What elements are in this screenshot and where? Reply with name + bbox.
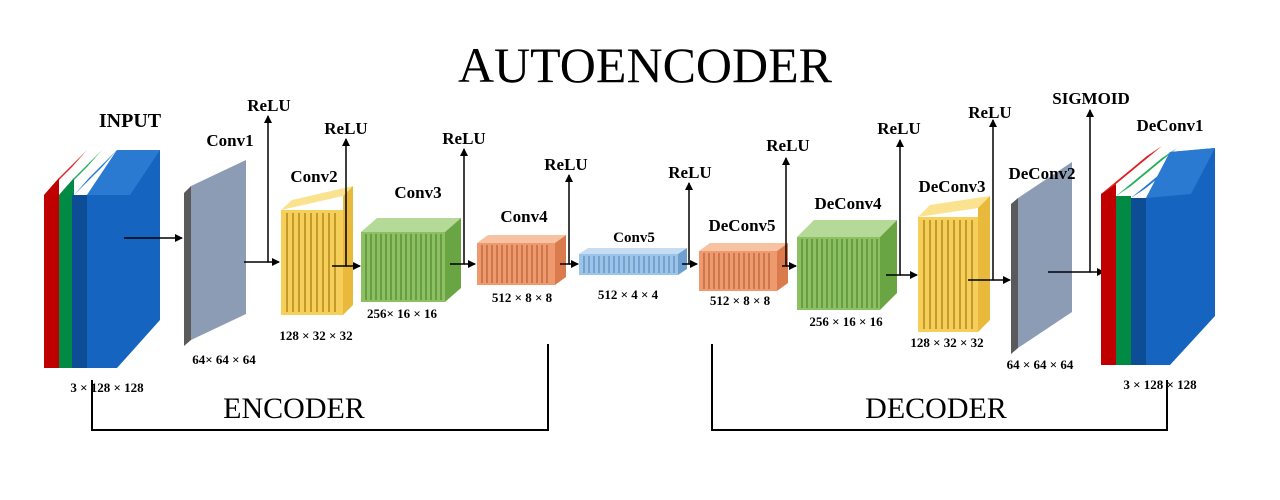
deconv3-label: DeConv3: [918, 177, 985, 196]
deconv1-block: [1101, 146, 1215, 365]
conv5-stripes: [583, 256, 675, 273]
input-label: INPUT: [99, 110, 162, 132]
deconv4-stripes: [801, 239, 878, 308]
conv4-dims: 512 × 8 × 8: [492, 290, 553, 305]
relu-label-6: ReLU: [766, 136, 809, 155]
relu-label-3: ReLU: [442, 129, 485, 148]
deconv1-dims: 3 × 128 × 128: [1123, 377, 1197, 392]
input-block: [44, 150, 160, 368]
deconv3-block: [918, 196, 990, 332]
conv5-label: Conv5: [613, 230, 655, 246]
relu-label-8: ReLU: [968, 103, 1011, 122]
decoder-bracket: [711, 344, 1168, 431]
deconv5-stripes: [703, 253, 770, 289]
conv2-label: Conv2: [290, 167, 337, 186]
conv2-block: [281, 186, 353, 315]
deconv2-label: DeConv2: [1008, 164, 1075, 183]
conv4-stripes: [481, 245, 548, 283]
relu-label-2: ReLU: [324, 119, 367, 138]
relu-label-1: ReLU: [247, 96, 290, 115]
conv3-stripes: [365, 234, 442, 300]
deconv5-block: [699, 243, 788, 291]
relu-label-7: ReLU: [877, 119, 920, 138]
conv3-block: [361, 218, 461, 302]
diagram-title: AUTOENCODER: [458, 37, 833, 93]
deconv4-block: [797, 220, 897, 310]
relu-label-4: ReLU: [544, 155, 587, 174]
conv2-stripes: [286, 213, 336, 312]
conv1-label: Conv1: [206, 131, 253, 150]
encoder-bracket: [91, 344, 549, 431]
deconv3-stripes: [923, 220, 973, 329]
conv3-dims: 256× 16 × 16: [367, 306, 438, 321]
deconv5-dims: 512 × 8 × 8: [710, 293, 771, 308]
conv3-label: Conv3: [394, 183, 441, 202]
deconv5-label: DeConv5: [708, 216, 775, 235]
deconv4-dims: 256 × 16 × 16: [809, 314, 883, 329]
conv4-label: Conv4: [500, 207, 548, 226]
deconv2-block: [1011, 162, 1072, 354]
encoder-label: ENCODER: [223, 392, 365, 425]
conv4-block: [477, 235, 566, 285]
conv1-block: [184, 160, 246, 346]
input-dims: 3 × 128 × 128: [70, 380, 144, 395]
sigmoid-label: SIGMOID: [1052, 89, 1129, 108]
decoder-label: DECODER: [865, 392, 1007, 425]
deconv3-dims: 128 × 32 × 32: [910, 335, 983, 350]
conv1-dims: 64× 64 × 64: [192, 352, 256, 367]
conv5-block: [579, 248, 687, 275]
relu-label-5: ReLU: [668, 163, 711, 182]
deconv1-label: DeConv1: [1136, 116, 1203, 135]
deconv2-dims: 64 × 64 × 64: [1007, 357, 1074, 372]
conv2-dims: 128 × 32 × 32: [279, 328, 352, 343]
conv5-dims: 512 × 4 × 4: [598, 287, 659, 302]
deconv4-label: DeConv4: [814, 194, 882, 213]
